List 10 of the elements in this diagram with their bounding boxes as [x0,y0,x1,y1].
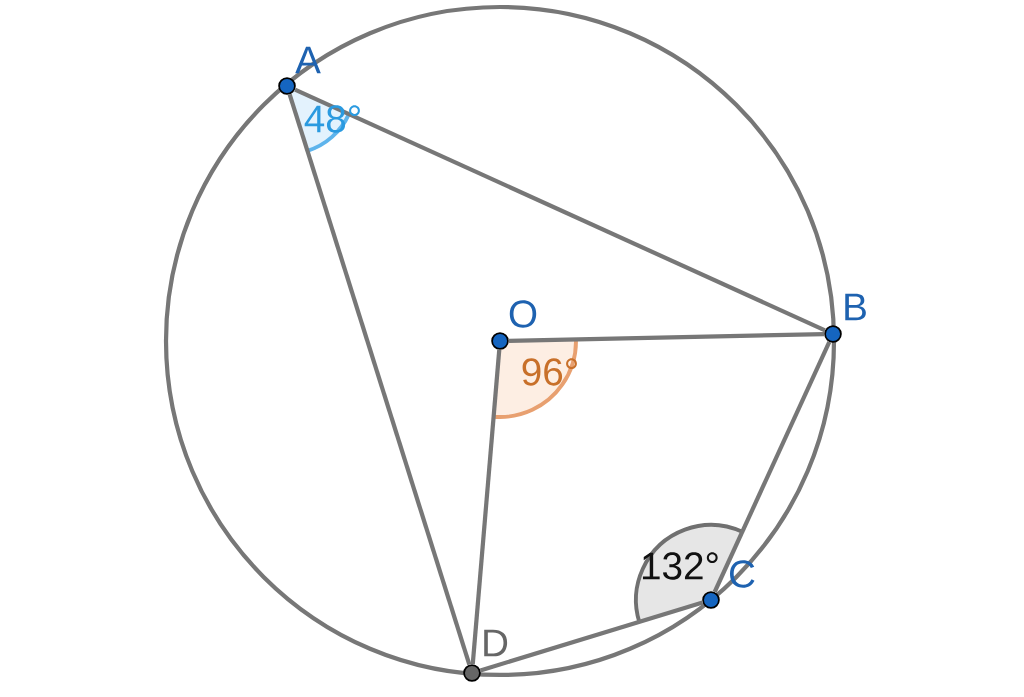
point-label: D [484,629,508,657]
point-label: B [845,293,866,321]
line-segment [470,349,502,665]
line-segment [479,600,704,673]
line-segment [712,341,832,593]
line-segment [287,93,472,666]
line-segment [508,332,825,343]
angle-label: 132° [642,552,718,580]
point-label: O [509,300,537,328]
line-segment [294,87,826,333]
